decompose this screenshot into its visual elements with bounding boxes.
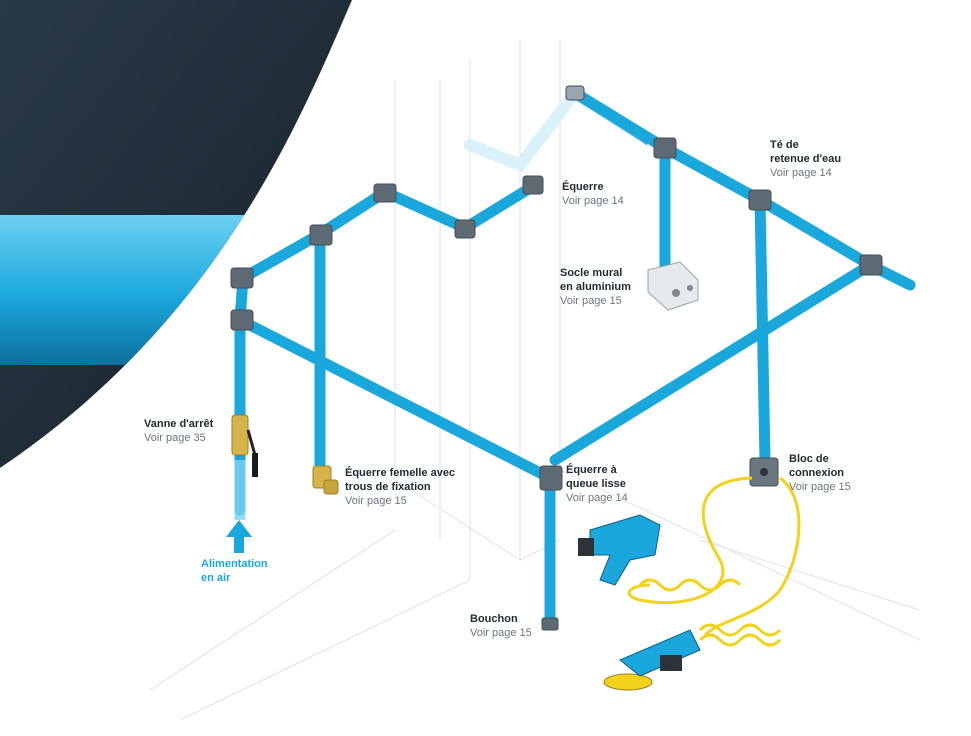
label-equerre-queue-page: Voir page 14 [566,492,628,504]
label-equerre-page: Voir page 14 [562,195,624,207]
label-equerre-femelle-title-2: trous de fixation [345,481,431,493]
connection-block [749,457,779,487]
label-socle-mural: Socle mural en aluminium Voir page 15 [560,266,631,308]
shutoff-valve [231,414,258,477]
fittings [230,85,883,631]
label-bouchon: Bouchon Voir page 15 [470,612,532,640]
air-hoses [627,476,801,647]
label-te-title-2: retenue d'eau [770,153,842,165]
label-socle-title-1: Socle mural [560,267,623,279]
label-alimentation-line-2: en air [201,572,231,584]
label-bloc-title-2: connexion [789,467,845,479]
label-vanne-title: Vanne d'arrêt [144,418,214,430]
label-equerre-femelle-title-1: Équerre femelle avec [345,467,456,479]
label-equerre-title: Équerre [562,181,604,193]
label-socle-title-2: en aluminium [560,281,631,293]
air-supply-arrow-icon [226,520,252,553]
label-bloc-page: Voir page 15 [789,481,851,493]
label-bloc-title-1: Bloc de [789,453,829,465]
label-bloc-connexion: Bloc de connexion Voir page 15 [789,452,851,494]
label-equerre-queue-lisse: Équerre à queue lisse Voir page 14 [566,463,628,505]
label-vanne-arret: Vanne d'arrêt Voir page 35 [144,417,213,445]
label-equerre-queue-title-1: Équerre à [566,464,617,476]
label-te-page: Voir page 14 [770,167,832,179]
label-te-retenue: Té de retenue d'eau Voir page 14 [770,138,841,180]
decorative-left-panel [0,0,352,468]
label-vanne-page: Voir page 35 [144,432,206,444]
label-alimentation-air: Alimentation en air [201,557,268,585]
angle-grinder-tool [603,629,701,691]
label-socle-page: Voir page 15 [560,295,622,307]
wall-bracket-socle [647,261,699,311]
impact-wrench-tool [578,514,661,586]
label-bouchon-page: Voir page 15 [470,627,532,639]
label-bouchon-title: Bouchon [470,613,518,625]
label-equerre: Équerre Voir page 14 [562,180,624,208]
label-equerre-femelle: Équerre femelle avec trous de fixation V… [345,466,455,508]
label-te-title-1: Té de [770,139,799,151]
female-elbow-brass [312,465,339,495]
label-equerre-queue-title-2: queue lisse [566,478,626,490]
label-alimentation-line-1: Alimentation [201,558,268,570]
label-equerre-femelle-page: Voir page 15 [345,495,407,507]
